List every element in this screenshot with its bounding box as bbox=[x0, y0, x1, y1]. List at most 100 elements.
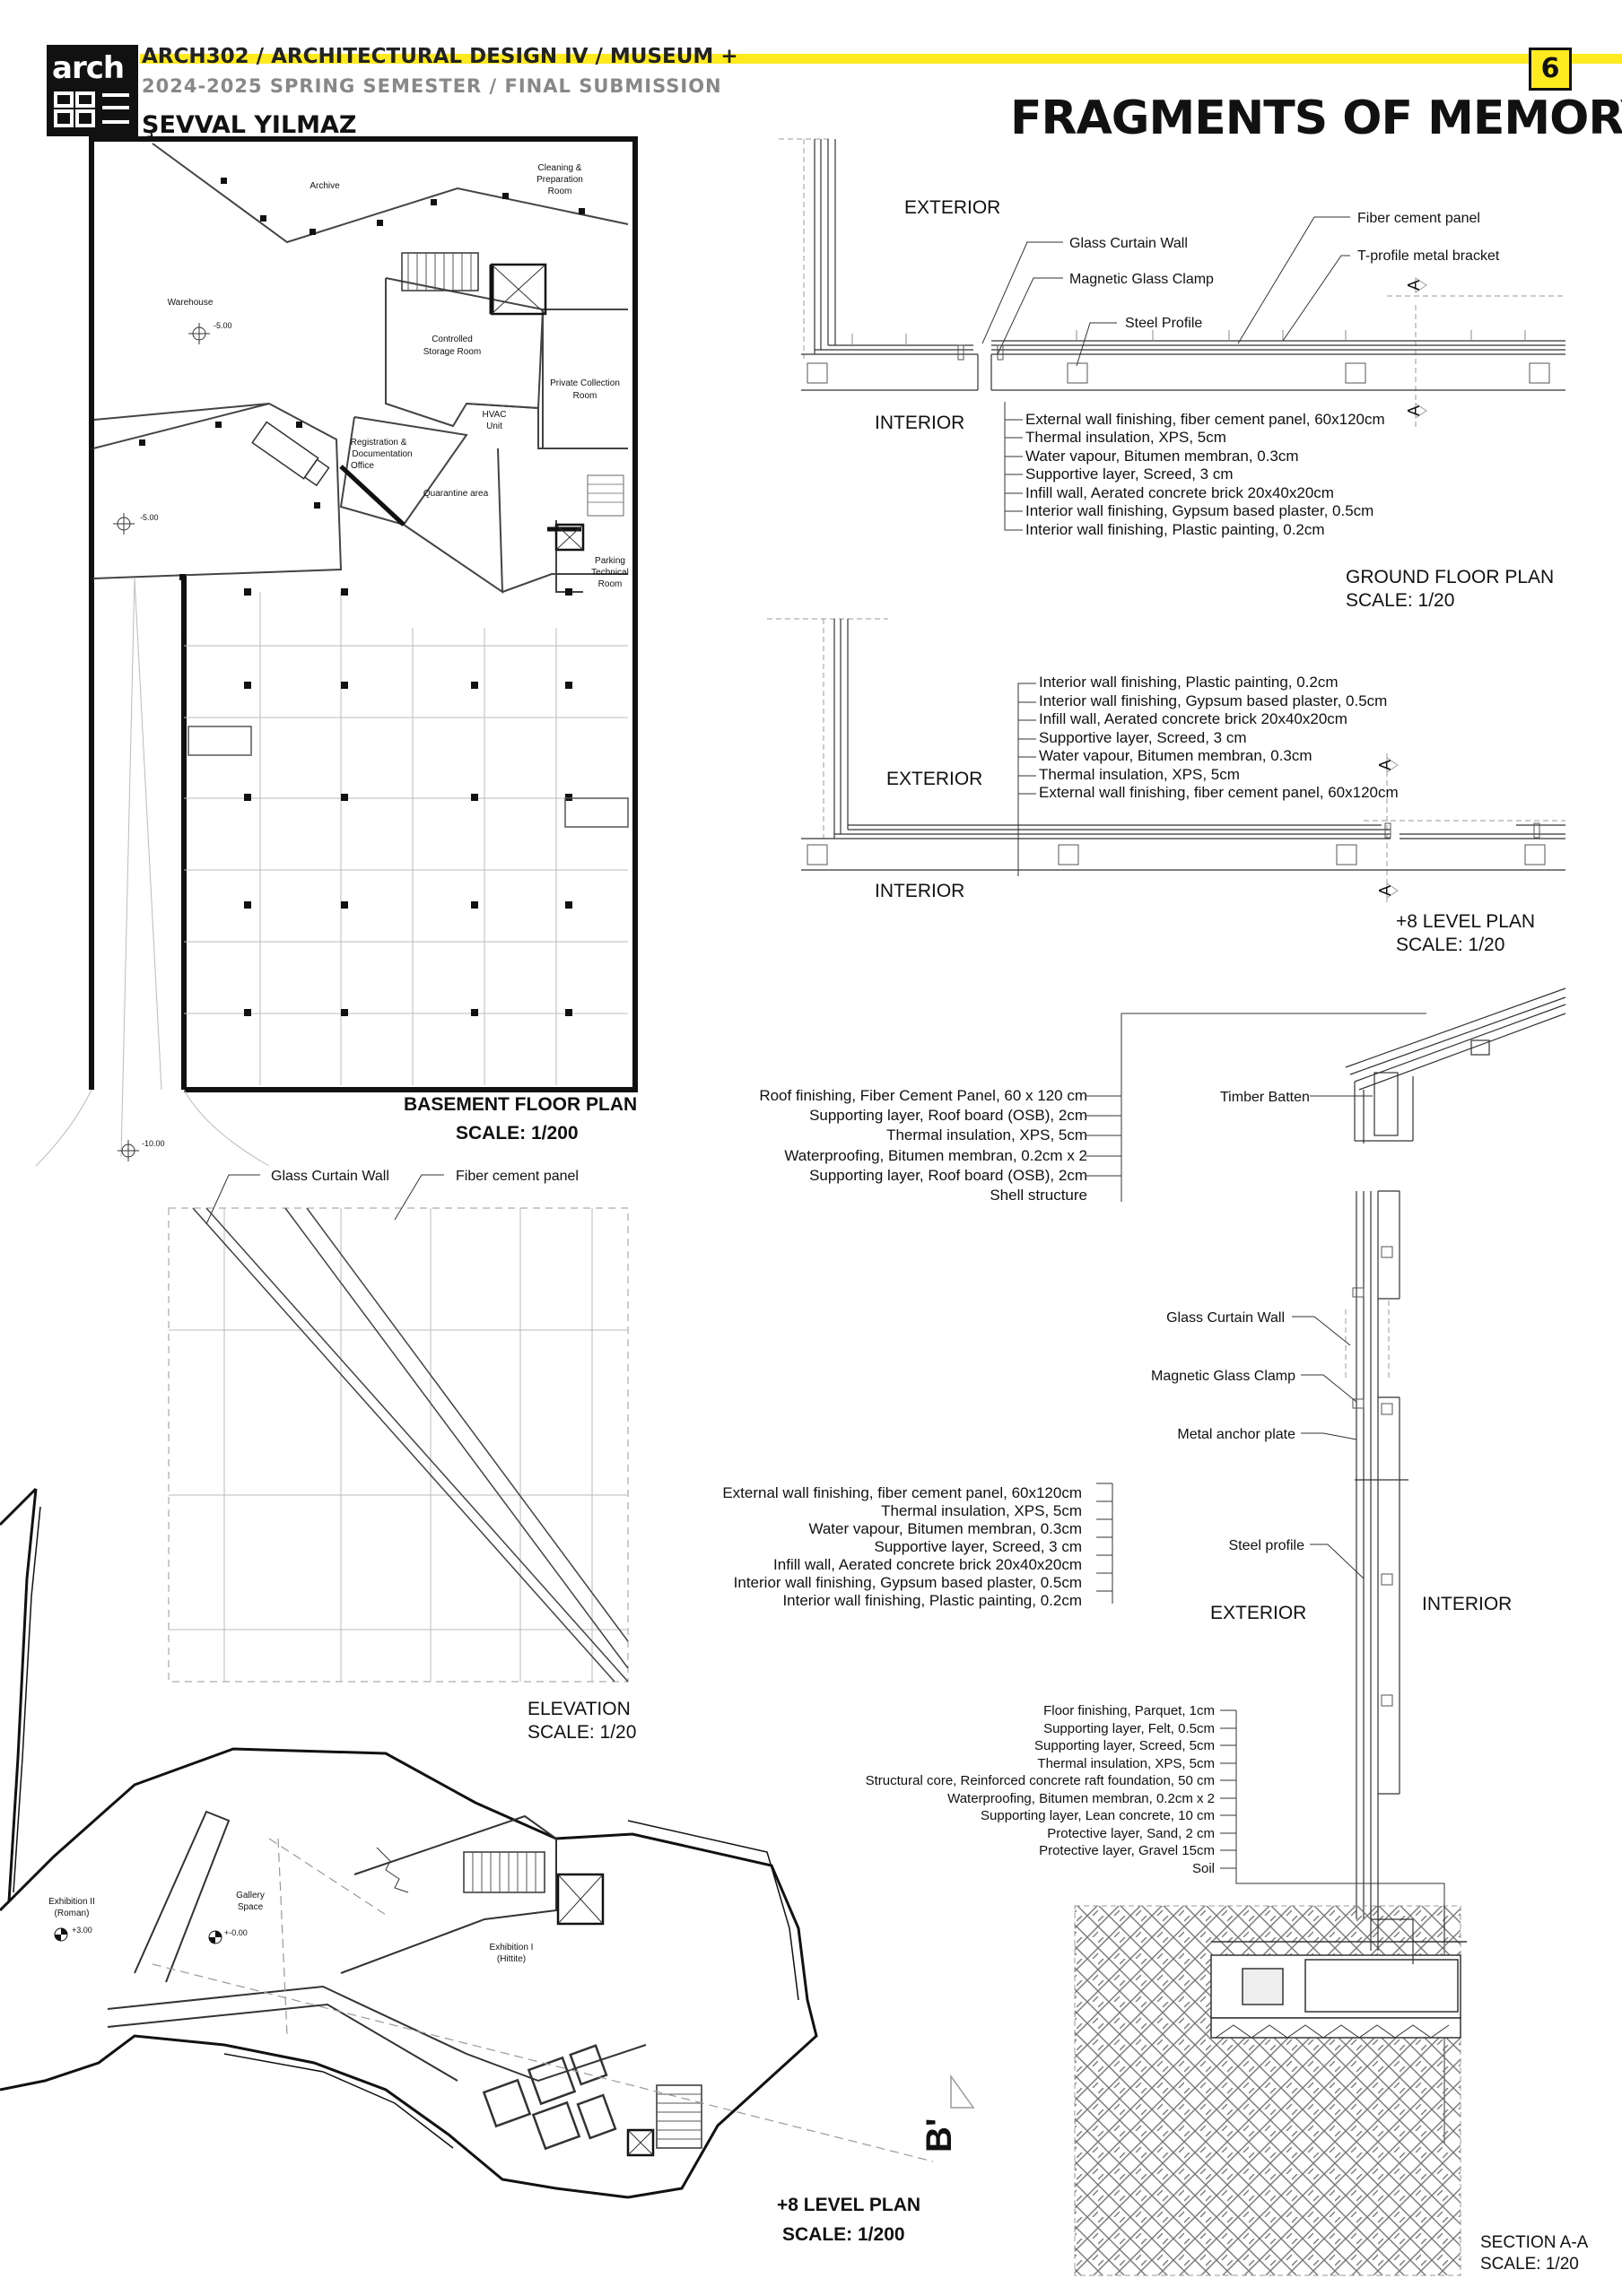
l8-section-mark-1: A bbox=[1376, 760, 1394, 770]
room-exhibition-ii-2: (Roman) bbox=[55, 1909, 90, 1918]
timber-batten-label: Timber Batten bbox=[1220, 1090, 1310, 1105]
room-gallery-1: Gallery bbox=[236, 1891, 265, 1900]
level8-floor-plan: B' Exhibition II (Roman) Gallery Space E… bbox=[0, 1487, 975, 2245]
room-hvac-2: Unit bbox=[486, 422, 502, 431]
elevation-scale: SCALE: 1/20 bbox=[528, 1722, 636, 1743]
ground-detail-scale: SCALE: 1/20 bbox=[1346, 590, 1454, 611]
roof-layer-3: Thermal insulation, XPS, 5cm bbox=[886, 1126, 1087, 1144]
sheet-title: FRAGMENTS OF MEMORY bbox=[1010, 91, 1622, 145]
room-registration-3: Office bbox=[351, 461, 374, 471]
l8-layer-3: Infill wall, Aerated concrete brick 20x4… bbox=[1039, 710, 1347, 727]
basement-floor-plan: Archive Cleaning & Preparation Room Ware… bbox=[35, 136, 638, 1167]
section-wall-layer-2: Thermal insulation, XPS, 5cm bbox=[881, 1502, 1082, 1519]
student-name: ŞEVVAL YILMAZ bbox=[142, 111, 357, 139]
elevation-title: ELEVATION bbox=[528, 1699, 631, 1719]
room-parking-3: Room bbox=[598, 579, 623, 589]
roof-layer-4: Waterproofing, Bitumen membran, 0.2cm x … bbox=[784, 1147, 1087, 1164]
room-exhibition-ii-1: Exhibition II bbox=[48, 1897, 95, 1907]
section-wall-layer-6: Interior wall finishing, Gypsum based pl… bbox=[734, 1574, 1082, 1591]
section-exterior-label: EXTERIOR bbox=[1210, 1603, 1306, 1623]
ground-layer-5: Infill wall, Aerated concrete brick 20x4… bbox=[1025, 484, 1334, 501]
section-wall-layer-4: Supportive layer, Screed, 3 cm bbox=[874, 1538, 1082, 1555]
roof-layer-1: Roof finishing, Fiber Cement Panel, 60 x… bbox=[759, 1087, 1087, 1104]
section-interior-label: INTERIOR bbox=[1422, 1594, 1512, 1614]
header-accent-bar bbox=[140, 54, 1622, 64]
ground-callout-steel-profile: Steel Profile bbox=[1125, 316, 1202, 331]
l8-layer-4: Supportive layer, Screed, 3 cm bbox=[1039, 729, 1247, 746]
room-controlled-2: Storage Room bbox=[423, 347, 481, 357]
ground-layer-6: Interior wall finishing, Gypsum based pl… bbox=[1025, 502, 1373, 519]
l8-detail-scale: SCALE: 1/20 bbox=[1396, 935, 1504, 955]
room-registration-1: Registration & bbox=[351, 438, 407, 448]
section-wall-layer-7: Interior wall finishing, Plastic paintin… bbox=[782, 1592, 1082, 1609]
section-callout-glass-clamp: Magnetic Glass Clamp bbox=[1151, 1369, 1295, 1384]
section-title: SECTION A-A bbox=[1480, 2233, 1589, 2252]
elevation-drawing: Glass Curtain Wall Fiber cement panel EL… bbox=[168, 1169, 636, 1743]
ground-layer-7: Interior wall finishing, Plastic paintin… bbox=[1025, 521, 1325, 538]
ground-callout-glass-clamp: Magnetic Glass Clamp bbox=[1069, 272, 1214, 287]
room-private-2: Room bbox=[573, 391, 597, 401]
ground-callout-t-bracket: T-profile metal bracket bbox=[1357, 248, 1500, 264]
room-cleaning-1: Cleaning & bbox=[538, 163, 582, 173]
ground-layer-3: Water vapour, Bitumen membran, 0.3cm bbox=[1025, 448, 1299, 465]
basement-title: BASEMENT FLOOR PLAN bbox=[404, 1094, 637, 1115]
section-mark-b: B' bbox=[920, 2118, 959, 2152]
l8-plan-scale: SCALE: 1/200 bbox=[782, 2224, 905, 2245]
ground-exterior-label: EXTERIOR bbox=[904, 197, 1000, 218]
ground-floor-detail: A A EXTERIOR INTERIOR Glass Curtain Wall… bbox=[779, 138, 1566, 611]
ground-detail-title: GROUND FLOOR PLAN bbox=[1346, 567, 1554, 587]
l8-level-2: +-0.00 bbox=[224, 1928, 248, 1937]
room-hvac-1: HVAC bbox=[482, 410, 506, 420]
ground-section-mark-1: A bbox=[1405, 280, 1423, 291]
ground-layer-4: Supportive layer, Screed, 3 cm bbox=[1025, 465, 1234, 483]
elev-callout-fiber-panel: Fiber cement panel bbox=[456, 1169, 579, 1184]
elev-callout-curtain-wall: Glass Curtain Wall bbox=[271, 1169, 389, 1184]
l8-interior-label: INTERIOR bbox=[875, 881, 964, 901]
room-parking-1: Parking bbox=[595, 556, 625, 566]
ground-section-mark-2: A bbox=[1405, 405, 1423, 416]
ground-callout-fiber-panel: Fiber cement panel bbox=[1357, 211, 1480, 226]
room-exhibition-i-2: (Hittite) bbox=[497, 1954, 526, 1964]
l8-plan-title: +8 LEVEL PLAN bbox=[777, 2195, 920, 2215]
room-registration-2: Documentation bbox=[352, 449, 412, 459]
logo-text: arch bbox=[52, 50, 125, 86]
level-marker-1: -5.00 bbox=[214, 321, 232, 330]
l8-level-1: +3.00 bbox=[72, 1926, 92, 1935]
l8-exterior-label: EXTERIOR bbox=[886, 769, 982, 789]
floor-layer-4: Thermal insulation, XPS, 5cm bbox=[1037, 1756, 1215, 1771]
room-controlled-1: Controlled bbox=[432, 335, 473, 344]
room-quarantine: Quarantine area bbox=[423, 489, 489, 499]
room-cleaning-3: Room bbox=[548, 187, 572, 196]
room-archive: Archive bbox=[310, 181, 340, 191]
ground-interior-label: INTERIOR bbox=[875, 413, 964, 433]
floor-layer-9: Protective layer, Gravel 15cm bbox=[1039, 1843, 1215, 1858]
room-cleaning-2: Preparation bbox=[536, 175, 583, 185]
floor-layer-6: Waterproofing, Bitumen membran, 0.2cm x … bbox=[947, 1791, 1215, 1806]
room-gallery-2: Space bbox=[238, 1902, 264, 1912]
l8-layer-1: Interior wall finishing, Plastic paintin… bbox=[1039, 674, 1339, 691]
section-wall-layer-5: Infill wall, Aerated concrete brick 20x4… bbox=[773, 1556, 1082, 1573]
section-callout-steel-profile: Steel profile bbox=[1229, 1538, 1305, 1553]
floor-layer-7: Supporting layer, Lean concrete, 10 cm bbox=[981, 1808, 1215, 1823]
ground-layer-2: Thermal insulation, XPS, 5cm bbox=[1025, 429, 1226, 446]
floor-layer-1: Floor finishing, Parquet, 1cm bbox=[1043, 1703, 1215, 1718]
l8-layer-6: Thermal insulation, XPS, 5cm bbox=[1039, 766, 1240, 783]
floor-layer-8: Protective layer, Sand, 2 cm bbox=[1047, 1826, 1215, 1841]
l8-section-mark-2: A bbox=[1376, 885, 1394, 896]
room-parking-2: Technical bbox=[591, 568, 629, 578]
ground-callout-curtain-wall: Glass Curtain Wall bbox=[1069, 236, 1188, 251]
room-private-1: Private Collection bbox=[550, 378, 620, 388]
floor-layer-3: Supporting layer, Screed, 5cm bbox=[1034, 1738, 1215, 1753]
l8-layer-5: Water vapour, Bitumen membran, 0.3cm bbox=[1039, 747, 1312, 764]
roof-layer-6: Shell structure bbox=[990, 1187, 1087, 1204]
page-number: 6 bbox=[1529, 48, 1572, 91]
level-marker-3: -10.00 bbox=[142, 1139, 165, 1148]
section-wall-layer-1: External wall finishing, fiber cement pa… bbox=[722, 1484, 1082, 1501]
section-wall-layer-3: Water vapour, Bitumen membran, 0.3cm bbox=[808, 1520, 1082, 1537]
section-callout-anchor-plate: Metal anchor plate bbox=[1177, 1427, 1295, 1442]
room-exhibition-i-1: Exhibition I bbox=[490, 1943, 534, 1952]
level-marker-2: -5.00 bbox=[140, 513, 159, 522]
section-callout-curtain-wall: Glass Curtain Wall bbox=[1166, 1310, 1285, 1326]
ground-layer-1: External wall finishing, fiber cement pa… bbox=[1025, 411, 1385, 428]
